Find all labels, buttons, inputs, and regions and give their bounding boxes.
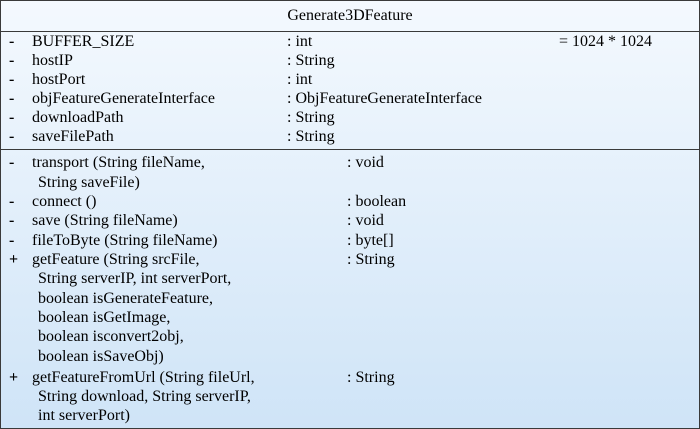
operation-row: + getFeatureFromUrl (String fileUrl, : S… — [1, 368, 699, 388]
operation-signature-line: boolean isGenerateFeature, — [38, 290, 214, 307]
attribute-row: - saveFilePath : String — [1, 127, 699, 147]
operation-signature-line: boolean isGetImage, — [38, 309, 171, 326]
attribute-row: - downloadPath : String — [1, 108, 699, 128]
visibility-marker: - — [9, 212, 15, 229]
attribute-row: - objFeatureGenerateInterface : ObjFeatu… — [1, 89, 699, 109]
operation-row: - connect () : boolean — [1, 192, 699, 212]
operation-continuation: boolean isconvert2obj, — [1, 327, 699, 347]
operation-row: + getFeature (String srcFile, : String — [1, 250, 699, 270]
visibility-marker: - — [9, 128, 15, 145]
operation-signature-line: String serverIP, int serverPort, — [38, 270, 232, 287]
attribute-name: downloadPath — [32, 109, 124, 126]
operation-return-type: : void — [347, 212, 384, 229]
attribute-name: BUFFER_SIZE — [32, 33, 135, 50]
operation-signature: getFeature (String srcFile, — [32, 251, 200, 268]
attribute-row: - hostPort : int — [1, 70, 699, 90]
operation-return-type: : String — [347, 369, 395, 386]
operation-signature-line: boolean isSaveObj) — [38, 348, 164, 365]
operation-return-type: : String — [347, 251, 395, 268]
operation-signature-line: boolean isconvert2obj, — [38, 328, 184, 345]
operation-signature: getFeatureFromUrl (String fileUrl, — [32, 369, 255, 386]
operation-row: - save (String fileName) : void — [1, 211, 699, 231]
class-name: Generate3DFeature — [287, 7, 413, 24]
operation-signature: transport (String fileName, — [32, 154, 205, 171]
visibility-marker: - — [9, 52, 15, 69]
operation-row: - transport (String fileName, : void — [1, 153, 699, 173]
operation-continuation: String saveFile) — [1, 173, 699, 193]
operation-continuation: String serverIP, int serverPort, — [1, 269, 699, 289]
visibility-marker: - — [9, 193, 15, 210]
attribute-name: saveFilePath — [32, 128, 114, 145]
attribute-type: : String — [287, 52, 335, 69]
attribute-name: hostIP — [32, 52, 73, 69]
visibility-marker: + — [9, 251, 19, 268]
visibility-marker: - — [9, 109, 15, 126]
operation-continuation: boolean isGetImage, — [1, 308, 699, 328]
operation-return-type: : void — [347, 154, 384, 171]
operation-signature: connect () — [32, 193, 97, 210]
visibility-marker: - — [9, 232, 15, 249]
attribute-type: : String — [287, 128, 335, 145]
operation-continuation: boolean isGenerateFeature, — [1, 289, 699, 309]
visibility-marker: - — [9, 33, 15, 50]
visibility-marker: + — [9, 369, 19, 386]
operation-signature-line: String download, String serverIP, — [38, 388, 251, 405]
attribute-name: hostPort — [32, 71, 86, 88]
attributes-divider — [1, 149, 699, 150]
visibility-marker: - — [9, 71, 15, 88]
attribute-row: - hostIP : String — [1, 51, 699, 71]
name-divider — [1, 31, 699, 32]
operation-signature-line: int serverPort) — [38, 407, 130, 424]
operation-continuation: int serverPort) — [1, 406, 699, 426]
operation-signature: save (String fileName) — [32, 212, 178, 229]
operation-row: - fileToByte (String fileName) : byte[] — [1, 231, 699, 251]
operation-signature: fileToByte (String fileName) — [32, 232, 218, 249]
visibility-marker: - — [9, 154, 15, 171]
attribute-initial-value: = 1024 * 1024 — [559, 33, 653, 50]
operation-return-type: : byte[] — [347, 232, 394, 249]
attribute-type: : int — [287, 71, 313, 88]
attribute-type: : String — [287, 109, 335, 126]
operation-continuation: boolean isSaveObj) — [1, 347, 699, 367]
operation-signature-line: String saveFile) — [38, 174, 140, 191]
operation-continuation: String download, String serverIP, — [1, 387, 699, 407]
attribute-row: - BUFFER_SIZE : int = 1024 * 1024 — [1, 32, 699, 52]
attribute-type: : ObjFeatureGenerateInterface — [287, 90, 482, 107]
visibility-marker: - — [9, 90, 15, 107]
attribute-type: : int — [287, 33, 313, 50]
operation-return-type: : boolean — [347, 193, 407, 210]
attribute-name: objFeatureGenerateInterface — [32, 90, 215, 107]
